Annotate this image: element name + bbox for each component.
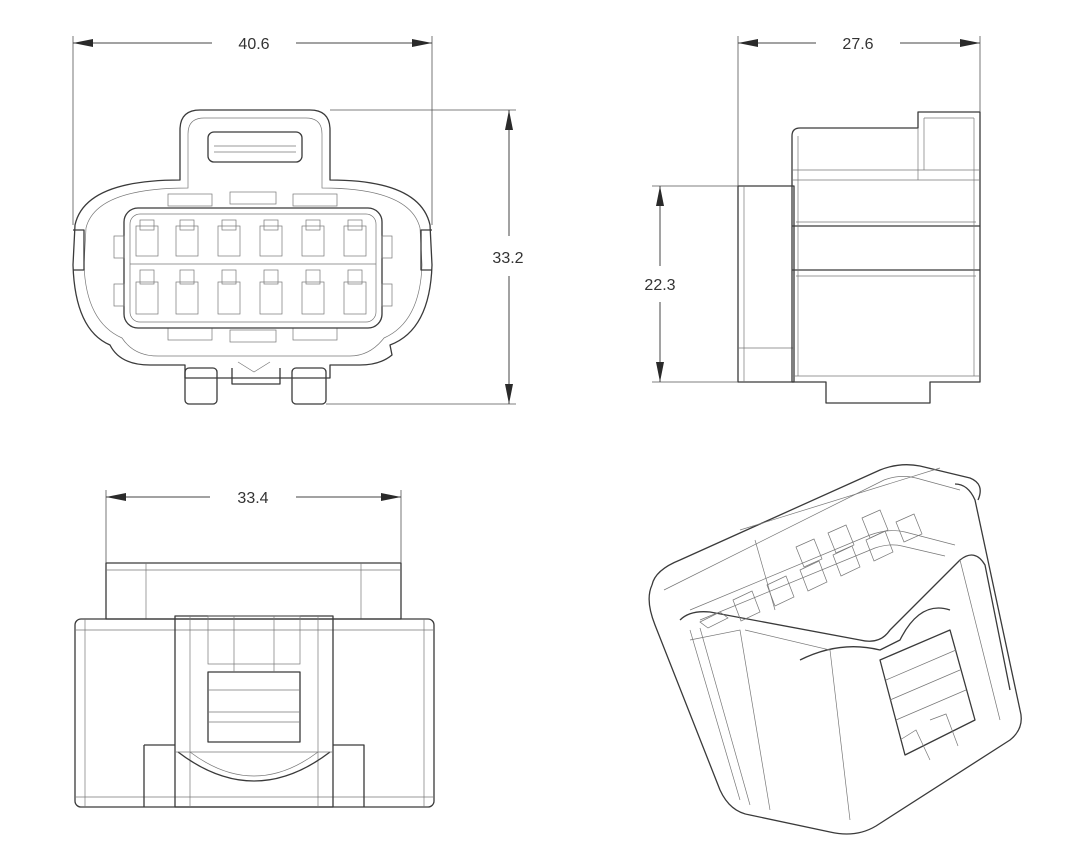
arrowhead — [960, 39, 980, 47]
isometric-view — [648, 464, 1022, 835]
arrowhead — [738, 39, 758, 47]
dimension-label-top-width: 33.4 — [237, 490, 268, 507]
front-width-dimension: 40.6 — [72, 36, 433, 225]
arrowhead — [656, 186, 664, 206]
top-view — [74, 562, 435, 808]
arrowhead — [656, 362, 664, 382]
side-height-dimension: 22.3 — [644, 185, 738, 383]
arrowhead — [505, 110, 513, 130]
front-view — [72, 109, 433, 405]
arrowhead — [381, 493, 401, 501]
dimension-label-side-width: 27.6 — [842, 36, 873, 53]
arrowhead — [73, 39, 93, 47]
dimension-label-front-height: 33.2 — [492, 250, 523, 267]
arrowhead — [505, 384, 513, 404]
top-width-dimension: 33.4 — [105, 490, 402, 563]
dimension-label-side-height: 22.3 — [644, 277, 675, 294]
front-height-dimension: 33.2 — [326, 109, 524, 405]
arrowhead — [106, 493, 126, 501]
dimension-label-front-width: 40.6 — [238, 36, 269, 53]
side-width-dimension: 27.6 — [737, 36, 981, 186]
side-view — [737, 111, 981, 404]
arrowhead — [412, 39, 432, 47]
